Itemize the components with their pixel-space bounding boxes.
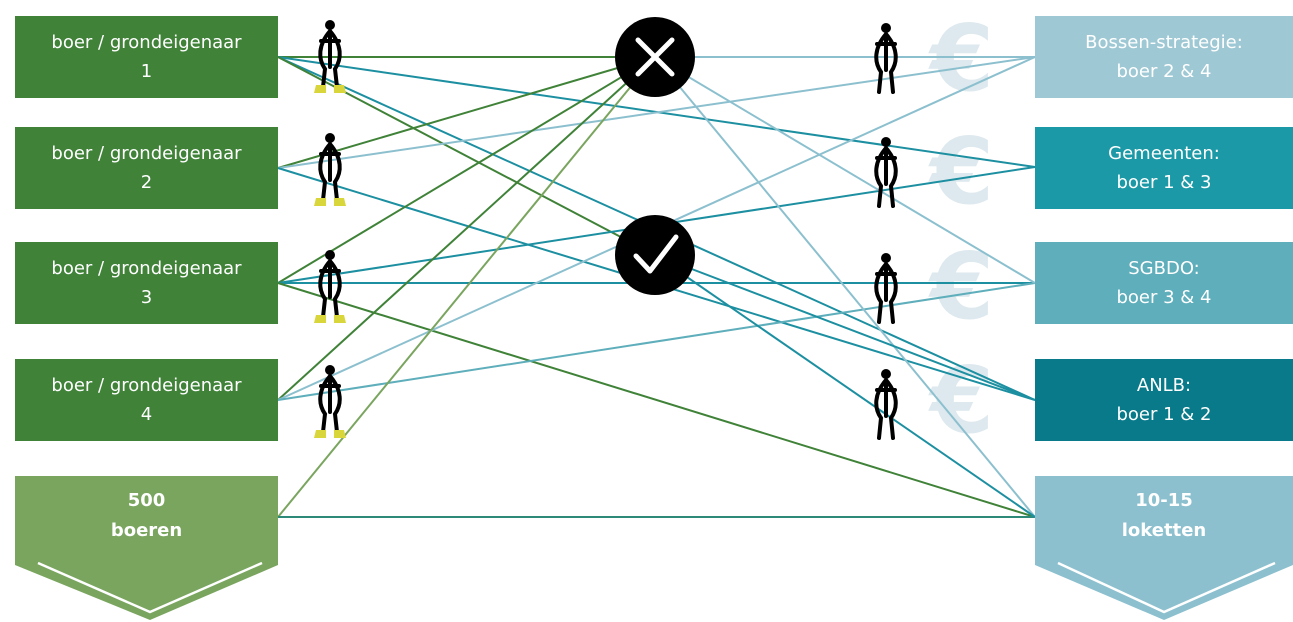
connection-line (654, 254, 1036, 401)
farmer-box-1: boer / grondeigenaar 1 (15, 16, 278, 98)
connection-line (277, 282, 1036, 518)
connection-line (277, 282, 1036, 401)
desks-total-count: 10-15 (1135, 490, 1193, 511)
desk-box-anlb: ANLB: boer 1 & 2 (1035, 359, 1293, 441)
person-icon (874, 253, 898, 324)
official-figures (874, 23, 898, 440)
desk-box-title: Bossen-strategie: (1085, 32, 1243, 53)
connection-line (654, 254, 1036, 518)
farmer-with-boots-icon (314, 133, 346, 206)
farmer-box-4: boer / grondeigenaar 4 (15, 359, 278, 441)
desk-box-title: Gemeenten: (1108, 143, 1220, 164)
connection-line (277, 56, 1036, 169)
connection-line (654, 56, 1036, 518)
x-circle-icon (615, 17, 695, 97)
farmer-with-boots-icon (314, 250, 346, 323)
desks-total-unit: loketten (1121, 520, 1207, 541)
euro-symbol: € (928, 5, 994, 112)
farmer-box-label: boer / grondeigenaar (51, 143, 242, 164)
desk-box-title: ANLB: (1136, 375, 1192, 396)
euro-symbols: € € € € (928, 5, 994, 454)
connection-line (277, 56, 656, 518)
euro-symbol: € (928, 233, 994, 340)
person-icon (874, 369, 898, 440)
desk-box-farmers: boer 1 & 2 (1116, 404, 1212, 425)
person-icon (874, 23, 898, 94)
person-icon (874, 137, 898, 208)
desk-box-gemeenten: Gemeenten: boer 1 & 3 (1035, 127, 1293, 209)
desk-box-farmers: boer 3 & 4 (1116, 287, 1212, 308)
farmer-box-2: boer / grondeigenaar 2 (15, 127, 278, 209)
farmer-box-label: boer / grondeigenaar (51, 258, 242, 279)
connection-line (277, 56, 656, 284)
desk-box-bossen-strategie: Bossen-strategie: boer 2 & 4 (1035, 16, 1293, 98)
farmers-total-unit: boeren (110, 520, 183, 541)
desks-total-label: 10-15 loketten (1035, 484, 1293, 548)
connection-line (277, 56, 656, 169)
desk-box-title: SGBDO: (1128, 258, 1200, 279)
farmer-with-boots-icon (314, 20, 346, 93)
desks-total-shape (1035, 476, 1293, 620)
farmers-total-count: 500 (127, 490, 166, 511)
farmer-figures (314, 20, 346, 438)
farmer-box-label: boer / grondeigenaar (51, 375, 242, 396)
farmer-with-boots-icon (314, 365, 346, 438)
desk-box-farmers: boer 1 & 3 (1116, 172, 1212, 193)
farmer-box-number: 3 (140, 287, 153, 308)
farmer-box-number: 2 (140, 172, 153, 193)
farmer-box-number: 1 (140, 61, 153, 82)
farmers-total-label: 500 boeren (15, 484, 278, 548)
farmers-total-shape (15, 476, 278, 620)
check-circle-icon (615, 215, 695, 295)
farmer-box-number: 4 (140, 404, 153, 425)
euro-symbol: € (928, 118, 994, 225)
farmer-box-3: boer / grondeigenaar 3 (15, 242, 278, 324)
desk-box-farmers: boer 2 & 4 (1116, 61, 1212, 82)
connection-line (654, 56, 1036, 284)
desk-box-sgbdo: SGBDO: boer 3 & 4 (1035, 242, 1293, 324)
connection-line (277, 56, 656, 401)
farmer-box-label: boer / grondeigenaar (51, 32, 242, 53)
